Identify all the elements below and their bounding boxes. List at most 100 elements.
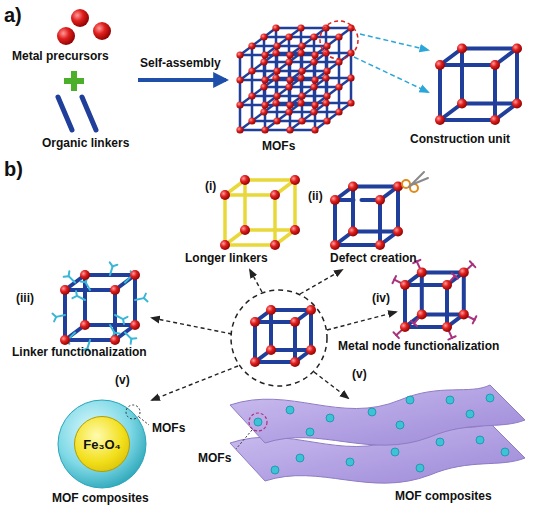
metal-node (130, 270, 140, 280)
linker-bar (333, 200, 337, 245)
component-label: Organic linkers (42, 137, 129, 151)
linker-bar (293, 180, 297, 230)
linker-bar (225, 193, 275, 197)
linker-bar (245, 178, 295, 182)
metal-node (435, 60, 445, 70)
metal-node (335, 108, 342, 115)
metal-node (347, 99, 354, 106)
metal-node (323, 67, 330, 74)
functional-group (135, 298, 144, 300)
metal-node (130, 320, 140, 330)
metal-node (261, 101, 268, 108)
metal-node (261, 126, 268, 133)
functional-group (123, 317, 127, 319)
strategy-label: MOF composites (52, 492, 149, 506)
mof-particle (306, 428, 314, 436)
dashed-arrow (300, 270, 342, 294)
structure-label: MOFs (152, 422, 185, 436)
mof-particle (446, 396, 454, 404)
mof-unit-cube (435, 44, 522, 126)
metal-node (297, 24, 304, 31)
metal-node (298, 67, 305, 74)
dashed-arrow (152, 366, 238, 400)
functional-group (110, 325, 114, 333)
metal-node (297, 49, 304, 56)
linker-bar (225, 243, 275, 247)
metal-node (459, 309, 469, 319)
linker-bar (420, 272, 424, 314)
metal-node (273, 42, 280, 49)
dashed-arrow (314, 372, 348, 398)
metal-node (310, 83, 317, 90)
leader-line (236, 430, 252, 449)
functional-group (72, 296, 76, 298)
center-circle (231, 290, 327, 386)
metal-node (286, 76, 293, 83)
linker-bar (338, 37, 341, 112)
functional-group (125, 276, 131, 282)
callout-number: (v) (352, 368, 367, 382)
metal-node (442, 322, 452, 332)
process-arrow (138, 78, 226, 82)
metal-node (417, 267, 427, 277)
metal-node (285, 83, 292, 90)
metal-node (272, 74, 279, 81)
metal-node (236, 51, 243, 58)
linker-bar (353, 185, 398, 189)
metal-node (290, 225, 300, 235)
linker-bar (438, 65, 442, 120)
metal-node (323, 42, 330, 49)
node-functional-group (470, 261, 473, 264)
callout-number: (iv) (372, 292, 390, 306)
mof-unit-cube (250, 305, 316, 367)
metal-node (311, 76, 318, 83)
metal-node (375, 240, 385, 250)
metal-node (348, 182, 358, 192)
metal-node (285, 33, 292, 40)
core-label: Fe₃O₄ (83, 437, 121, 452)
linker-bar (251, 46, 254, 121)
metal-node (298, 117, 305, 124)
mof-particle (436, 438, 444, 446)
functional-group (115, 315, 123, 319)
linker-bar (315, 103, 351, 130)
callout-number: (v) (115, 374, 130, 388)
linker-bar (460, 49, 464, 104)
linker-bar (253, 322, 257, 362)
functional-group (69, 333, 75, 339)
metal-node (240, 175, 250, 185)
metal-node (272, 99, 279, 106)
linker-bar (245, 228, 295, 232)
metal-node (250, 357, 260, 367)
iron-oxide-core: Fe₃O₄ (74, 416, 130, 472)
dashed-arrow (250, 270, 262, 292)
strategy-label: MOF composites (395, 490, 492, 504)
metal-node (322, 74, 329, 81)
linker-bar (309, 310, 313, 350)
strategy-label: Defect creation (330, 252, 417, 266)
mof-particle (406, 396, 414, 404)
metal-node (273, 92, 280, 99)
linker-bar (351, 187, 355, 232)
metal-node (298, 92, 305, 99)
metal-node (220, 240, 230, 250)
metal-node (435, 115, 445, 125)
metal-node (512, 44, 522, 54)
linker-bar (276, 27, 351, 30)
linker-bar (335, 243, 380, 247)
callout-number: (iii) (16, 292, 34, 306)
panel-letter: a) (4, 4, 22, 27)
component-label: Metal precursors (12, 50, 109, 64)
functional-group (131, 337, 136, 340)
mof-particle (326, 414, 334, 422)
node-functional-group (414, 324, 417, 327)
metal-node (260, 58, 267, 65)
functional-group (144, 294, 146, 299)
metal-node (220, 190, 230, 200)
metal-node (290, 357, 300, 367)
metal-node (60, 285, 70, 295)
metal-node (306, 345, 316, 355)
metal-node (236, 126, 243, 133)
linker-bar (82, 97, 96, 130)
plus-sign (64, 78, 84, 84)
